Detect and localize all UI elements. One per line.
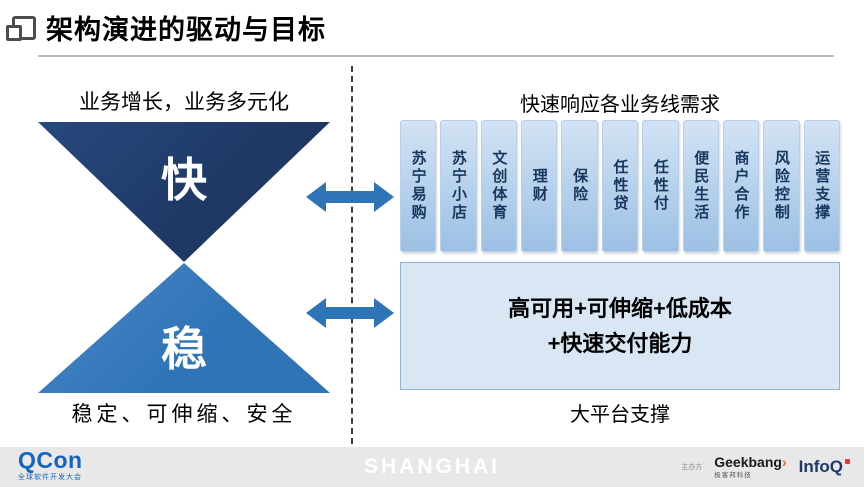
qcon-logo: QCon 全球软件开发大会 <box>18 447 83 482</box>
sponsor-logos: 主办方 Geekbang› 极客邦科技 InfoQ <box>681 447 850 487</box>
business-line-label: 便民生活 <box>692 150 710 222</box>
fast-char: 快 <box>161 154 207 206</box>
geekbang-logo-subtext: 极客邦科技 <box>714 471 752 479</box>
business-line-label: 运营支撑 <box>813 150 831 222</box>
slide-frame-icon <box>6 16 36 41</box>
business-line-label: 苏宁小店 <box>450 150 468 222</box>
business-needs-label: 快速响应各业务线需求 <box>520 94 720 116</box>
business-line-box: 风险控制 <box>763 120 800 252</box>
business-line-label: 理财 <box>530 168 548 204</box>
business-line-label: 风险控制 <box>772 150 790 222</box>
business-growth-label: 业务增长，业务多元化 <box>79 91 289 114</box>
business-lines-row: 苏宁易购 苏宁小店 文创体育 理财保险 任性贷 任性付 便民生活 商户合作 风险控制 运营支撑 <box>400 120 840 252</box>
footer-bar: QCon 全球软件开发大会 SHANGHAI 主办方 Geekbang› 极客邦… <box>0 447 864 487</box>
stability-label: 稳定、可伸缩、安全 <box>71 403 297 426</box>
stable-char: 稳 <box>161 323 207 375</box>
title-underline <box>38 55 834 57</box>
business-line-box: 苏宁易购 <box>400 120 437 252</box>
fast-triangle: 快 <box>38 122 330 262</box>
double-arrow-icon <box>306 298 394 328</box>
business-line-box: 理财 <box>521 120 558 252</box>
business-line-box: 便民生活 <box>682 120 719 252</box>
platform-line-2: +快速交付能力 <box>547 331 693 356</box>
platform-line-1: 高可用+可伸缩+低成本 <box>508 295 732 321</box>
business-line-label: 任性贷 <box>611 159 629 213</box>
stable-triangle: 稳 <box>38 263 330 393</box>
qcon-logo-subtext: 全球软件开发大会 <box>18 474 82 481</box>
business-line-box: 运营支撑 <box>803 120 840 252</box>
footer-city-label: SHANGHAI <box>363 455 500 478</box>
organizer-label: 主办方 <box>681 464 703 471</box>
geekbang-logo-text: Geekbang <box>714 453 782 470</box>
platform-capability-box: 高可用+可伸缩+低成本 +快速交付能力 <box>400 262 840 390</box>
business-line-label: 商户合作 <box>732 150 750 222</box>
geekbang-logo: Geekbang› 极客邦科技 <box>714 455 786 480</box>
business-line-label: 文创体育 <box>490 150 508 222</box>
business-line-label: 任性付 <box>651 159 669 213</box>
business-line-box: 任性贷 <box>601 120 639 252</box>
infoq-logo: InfoQ <box>799 457 850 477</box>
page-title: 架构演进的驱动与目标 <box>46 15 326 45</box>
business-line-box: 保险 <box>561 120 598 252</box>
business-line-label: 保险 <box>571 168 589 204</box>
platform-support-label: 大平台支撑 <box>570 404 670 426</box>
business-line-box: 商户合作 <box>722 120 760 252</box>
infoq-red-dot-icon <box>845 459 850 464</box>
double-arrow-icon <box>306 182 394 212</box>
business-line-box: 文创体育 <box>480 120 518 252</box>
geekbang-arrow-icon: › <box>781 453 787 470</box>
business-line-box: 任性付 <box>642 120 679 252</box>
qcon-logo-text: QCon <box>18 447 83 473</box>
infoq-logo-text: InfoQ <box>798 457 843 476</box>
vertical-dashed-divider <box>351 66 353 444</box>
business-line-box: 苏宁小店 <box>440 120 477 252</box>
business-line-label: 苏宁易购 <box>409 150 427 222</box>
